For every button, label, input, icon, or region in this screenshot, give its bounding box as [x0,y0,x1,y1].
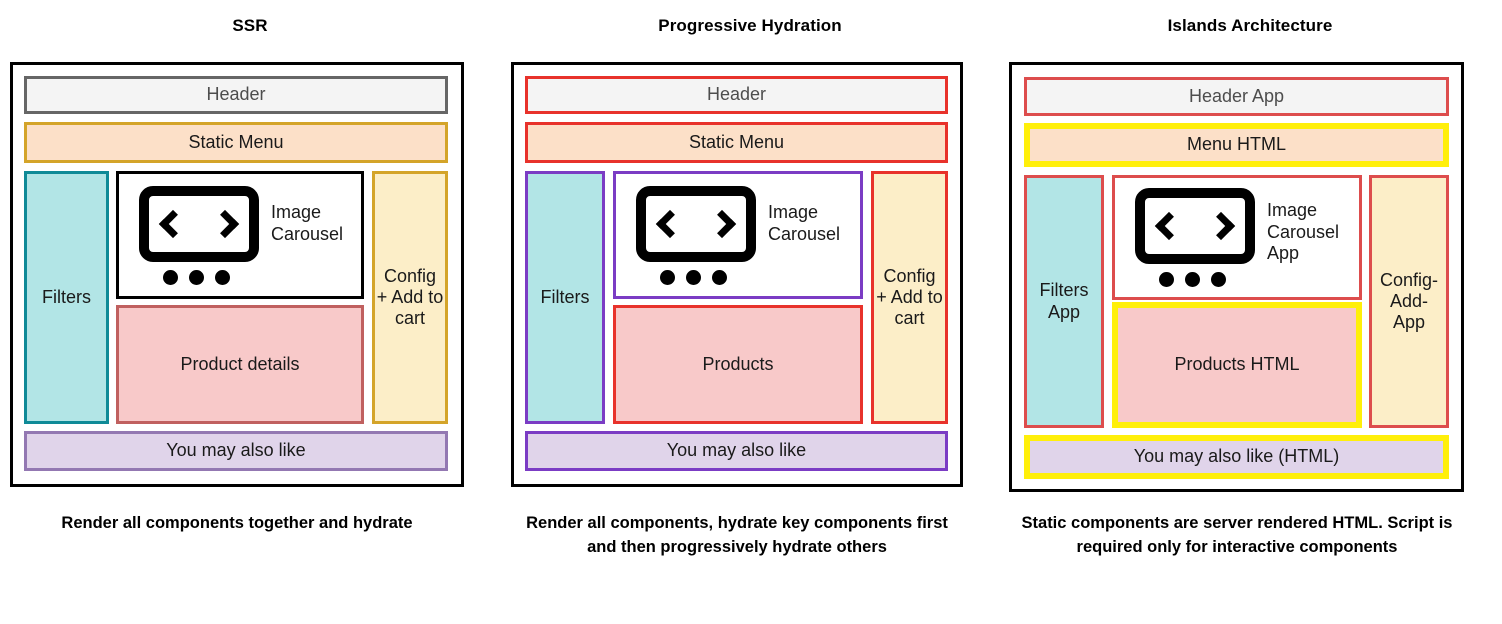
block-config-label: Config + Add to cart [876,265,943,329]
chevron-right-icon[interactable] [1206,211,1236,241]
panel-title-ssr: SSR [232,16,268,35]
caption-islands-architecture: Static components are server rendered HT… [1021,514,1453,556]
block-header-label: Header [206,84,266,105]
block-config-add-to-cart: Config + Add to cart [372,171,448,424]
block-products-html: Products HTML [1112,302,1362,428]
block-filters-app: Filters App [1024,175,1104,428]
block-static-menu: Static Menu [525,122,948,163]
block-you-may-also-like: You may also like [24,431,448,471]
pager-dot[interactable] [163,270,178,285]
caption-ssr: Render all components together and hydra… [61,514,413,532]
block-static-menu-label: Static Menu [188,131,284,152]
chevron-right-icon[interactable] [707,209,737,239]
caption-progressive-hydration: Render all components, hydrate key compo… [526,514,948,556]
block-filters-app-label: Filters App [1039,280,1089,322]
pager-dot[interactable] [215,270,230,285]
block-static-menu-label: Static Menu [688,131,785,152]
block-image-carousel-label: Image Carousel [271,202,344,244]
carousel-graphic: Image Carousel [119,174,361,296]
pager-dots-icon[interactable] [660,270,727,285]
screen-icon [1135,188,1255,264]
block-image-carousel-app-label: Image Carousel App [1267,200,1340,264]
block-you-may-also-like: You may also like [525,431,948,471]
chevron-left-icon[interactable] [158,209,188,239]
block-you-may-also-like-label: You may also like [166,440,306,461]
pager-dots-icon[interactable] [1159,272,1226,287]
block-filters: Filters [525,171,605,424]
block-config-label: Config + Add to cart [376,265,444,329]
panel-title-islands-architecture: Islands Architecture [1167,16,1333,35]
block-image-carousel-app: Image Carousel App [1112,175,1362,300]
block-image-carousel: Image Carousel [116,171,364,299]
block-header: Header [525,76,948,114]
panel-ssr: SSR Header Static Menu Filters [0,0,500,624]
block-header: Header [24,76,448,114]
pager-dot[interactable] [686,270,701,285]
block-products-label: Product details [180,353,300,374]
pager-dot[interactable] [1185,272,1200,287]
block-header-app: Header App [1024,77,1449,116]
block-menu-html: Menu HTML [1024,123,1449,167]
panel-islands-architecture: Islands Architecture Header App Menu HTM… [1000,0,1500,624]
block-filters-label: Filters [540,286,590,307]
block-products: Products [613,305,863,424]
page-frame-islands-architecture: Header App Menu HTML Filters App [1009,62,1464,492]
panel-title-progressive-hydration: Progressive Hydration [658,16,842,35]
pager-dots-icon[interactable] [163,270,230,285]
block-config-add-to-cart: Config + Add to cart [871,171,948,424]
block-config-add-app: Config- Add- App [1369,175,1449,428]
block-products-label: Products [702,353,774,374]
block-products: Product details [116,305,364,424]
screen-icon [636,186,756,262]
block-image-carousel-label: Image Carousel [768,202,841,244]
block-you-may-also-like-html: You may also like (HTML) [1024,435,1449,479]
pager-dot[interactable] [1159,272,1174,287]
block-header-label: Header [706,84,767,105]
page-frame-progressive-hydration: Header Static Menu Filters [511,62,963,487]
panel-progressive-hydration: Progressive Hydration Header Static Menu… [500,0,1000,624]
carousel-graphic: Image Carousel [616,174,860,296]
chevron-right-icon[interactable] [210,209,240,239]
block-filters: Filters [24,171,109,424]
pager-dot[interactable] [1211,272,1226,287]
block-you-may-also-like-label: You may also like [666,440,807,461]
block-products-html-label: Products HTML [1174,354,1300,375]
screen-icon [139,186,259,262]
chevron-left-icon[interactable] [655,209,685,239]
block-image-carousel: Image Carousel [613,171,863,299]
chevron-left-icon[interactable] [1154,211,1184,241]
pager-dot[interactable] [189,270,204,285]
pager-dot[interactable] [660,270,675,285]
block-filters-label: Filters [42,286,91,307]
block-header-app-label: Header App [1188,85,1285,106]
block-you-may-also-like-html-label: You may also like (HTML) [1133,446,1340,467]
page-frame-ssr: Header Static Menu Filters [10,62,464,487]
block-config-add-app-label: Config- Add- App [1379,269,1439,333]
carousel-graphic: Image Carousel App [1115,178,1359,297]
block-menu-html-label: Menu HTML [1186,134,1287,155]
pager-dot[interactable] [712,270,727,285]
block-static-menu: Static Menu [24,122,448,163]
